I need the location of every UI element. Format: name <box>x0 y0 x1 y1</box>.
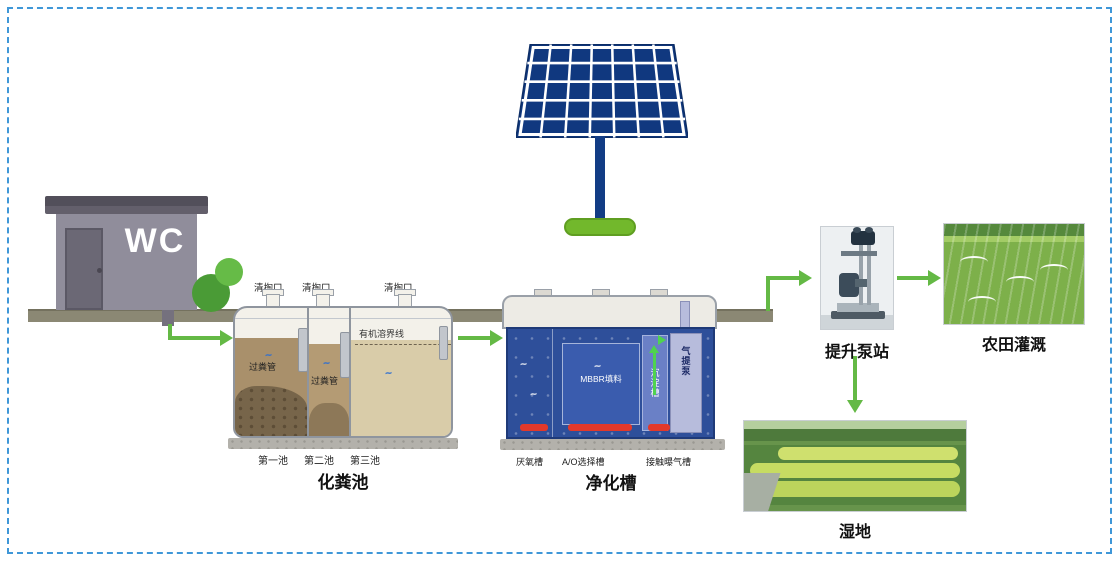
transfer-pipe-label: 过粪管 <box>311 376 339 386</box>
airlift-pump-box <box>670 333 702 433</box>
chamber-wall <box>349 308 351 436</box>
arrow-pump-to-farm-line <box>897 276 929 280</box>
septic-tank-body: 有机溶界线 过粪管 过粪管 ~ ~ ~ <box>233 306 453 438</box>
chamber1-sludge <box>235 386 307 436</box>
support-bar <box>841 251 877 256</box>
chamber2-sludge <box>309 403 349 436</box>
purifier-body: MBBR填料 沉淀槽 气提泵 ~ ~ ~ <box>506 327 715 439</box>
flow-up-arrow-icon <box>649 345 659 353</box>
purifier-title: 净化槽 <box>585 474 637 493</box>
diffuser <box>648 424 670 431</box>
farmland-photo <box>943 223 1085 325</box>
door-knob-icon <box>97 268 102 273</box>
chamber-label: 第一池 <box>258 456 288 467</box>
pump-station-photo <box>820 226 894 330</box>
zone-label: A/O选择槽 <box>562 457 605 467</box>
tank-lid-line <box>235 318 451 319</box>
farmland-title: 农田灌溉 <box>981 337 1046 354</box>
septic-tank-title: 化粪池 <box>317 473 369 492</box>
pump-pedestal <box>837 303 879 312</box>
farmland: 农田灌溉 <box>943 223 1087 357</box>
transfer-pipe <box>298 328 308 372</box>
flow-swirl-icon: ~ <box>529 386 538 402</box>
plant-row <box>778 447 958 460</box>
septic-tank: 清掏口 清掏口 清掏口 有机溶界线 过粪管 过粪管 ~ ~ ~ <box>228 280 460 492</box>
chamber3-liquid <box>351 340 451 436</box>
arrow-right-icon <box>799 270 812 286</box>
cleanout-port-label: 清掏口 <box>384 280 413 294</box>
purifier-concrete-base <box>500 439 725 450</box>
wc-roof <box>45 196 208 214</box>
arrow-right-icon <box>220 330 233 346</box>
organic-boundary-dash-line <box>355 344 451 345</box>
cleanout-port-label: 清掏口 <box>302 280 331 294</box>
flow-right-arrow-icon <box>658 335 666 345</box>
transfer-pipe <box>340 332 350 378</box>
chamber-label: 第三池 <box>350 456 380 467</box>
diffuser <box>520 424 548 431</box>
sprinkler-jet-icon <box>960 256 988 268</box>
solar-base <box>564 218 636 236</box>
plant-row <box>750 463 960 478</box>
cleanout-port-label: 清掏口 <box>254 280 283 294</box>
plant-row <box>760 481 960 497</box>
wc-body: WC <box>56 214 197 310</box>
flow-swirl-icon: ~ <box>519 356 528 372</box>
airlift-pump-label: 气提泵 <box>680 346 691 376</box>
arrow-pump-to-wetland-line <box>853 356 857 402</box>
pump-motor <box>851 231 875 245</box>
transfer-pipe-label: 过粪管 <box>249 362 277 372</box>
guide-rail <box>859 233 863 305</box>
wc-building: WC <box>45 196 245 330</box>
sprinkler-jet-icon <box>1040 264 1068 276</box>
outlet-pipe <box>439 326 448 360</box>
guide-rail <box>867 233 871 305</box>
pump-station-title: 提升泵站 <box>824 344 889 361</box>
solar-pole <box>595 136 605 222</box>
pump-base-slab <box>831 311 885 319</box>
arrow-wc-to-septic-elbow <box>168 324 172 340</box>
arrow-septic-to-purifier-line <box>458 336 492 340</box>
bush-icon <box>215 258 243 286</box>
motor-cap-icon <box>865 227 873 233</box>
mbbr-label: MBBR填料 <box>580 374 622 384</box>
field-rows-texture <box>944 224 1084 324</box>
zone-label: 接触曝气槽 <box>646 457 692 467</box>
wetland-photo <box>743 420 967 512</box>
pump-outlet <box>855 279 867 287</box>
pump-station: 提升泵站 <box>815 226 899 362</box>
wc-door <box>65 228 103 310</box>
sprinkler-jet-icon <box>1006 276 1034 288</box>
wetland-title: 湿地 <box>838 524 871 541</box>
wc-label: WC <box>124 222 186 260</box>
arrow-wc-to-septic-line <box>168 336 222 340</box>
chamber-wall <box>307 308 309 436</box>
sprinkler-jet-icon <box>968 296 996 308</box>
flow-up-arrow-stem <box>653 353 656 395</box>
arrow-purifier-to-pump-line <box>766 276 802 280</box>
zone-label: 厌氧槽 <box>516 457 544 467</box>
diffuser <box>568 424 632 431</box>
arrow-down-icon <box>847 400 863 413</box>
septic-concrete-base <box>228 438 458 449</box>
arrow-purifier-to-pump-elbow <box>766 280 770 311</box>
purification-tank: MBBR填料 沉淀槽 气提泵 ~ ~ ~ 厌氧槽 A/O选择槽 接触曝气槽 净化… <box>500 287 728 493</box>
arrow-right-icon <box>490 330 503 346</box>
motor-cap-icon <box>853 227 861 233</box>
wetland: 湿地 <box>743 420 967 544</box>
mbbr-media-basket <box>562 343 640 425</box>
wc-outlet-pipe <box>162 310 174 326</box>
arrow-right-icon <box>928 270 941 286</box>
solar-panel-icon <box>516 44 688 138</box>
pump-body <box>839 273 859 297</box>
zone-divider <box>552 329 553 437</box>
organic-boundary-label: 有机溶界线 <box>359 329 405 339</box>
chamber-label: 第二池 <box>304 456 334 467</box>
